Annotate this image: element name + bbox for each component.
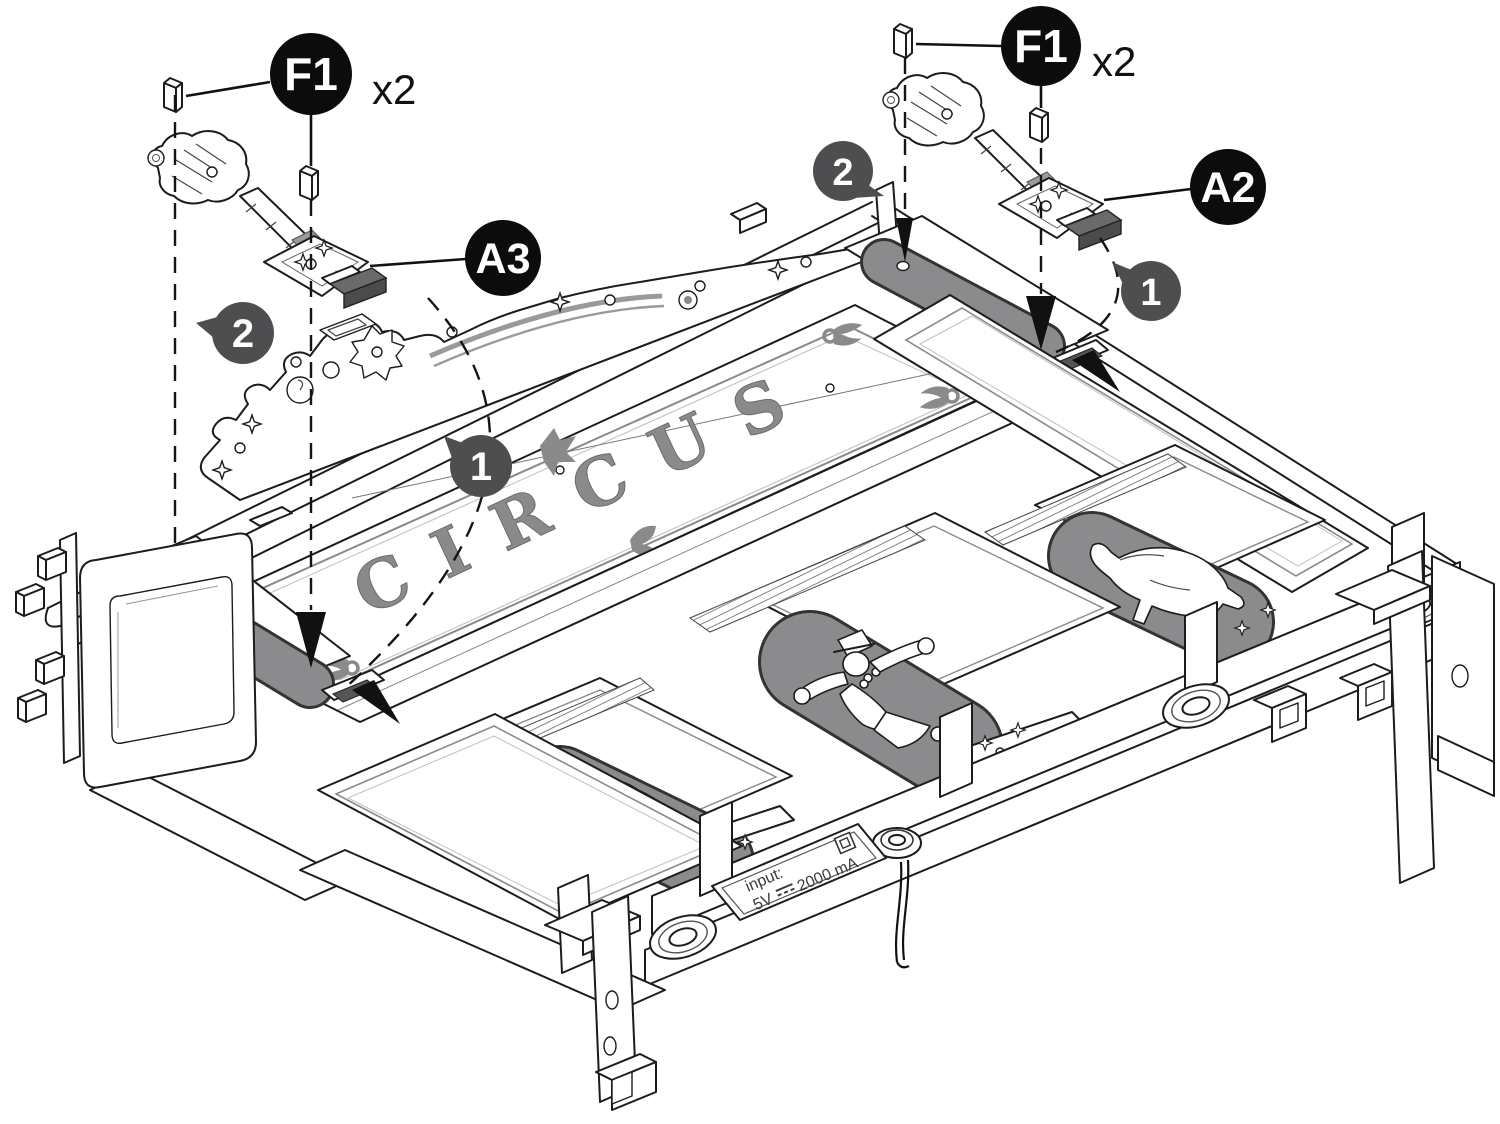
step-badge-2-mid-num: 2	[832, 152, 853, 194]
callout-f1-left-qty: x2	[372, 66, 416, 113]
callout-f1-left: F1 x2	[185, 33, 416, 166]
left-end-frame	[15, 506, 293, 789]
callout-f1-right: F1 x2	[915, 6, 1136, 108]
fleur-ornament	[540, 428, 576, 476]
power-cable	[894, 861, 903, 963]
insert-arrow-icon	[352, 680, 400, 724]
f1-peg-icon	[163, 23, 1049, 201]
insert-arrow-icon	[896, 218, 913, 262]
front-post	[939, 702, 973, 798]
callout-a2-label: A2	[1201, 164, 1256, 212]
front-leg	[544, 874, 657, 1111]
front-post	[1184, 601, 1218, 697]
step-badge-1-center-num: 1	[470, 445, 492, 489]
screw-hole	[603, 1036, 617, 1056]
vent-strip	[983, 453, 1188, 546]
vent-strip	[688, 525, 927, 633]
callout-f1-right-qty: x2	[1092, 38, 1136, 85]
trapeze-part-a3	[147, 130, 388, 310]
gear-icon	[349, 325, 405, 381]
right-end-frame	[1253, 550, 1495, 884]
screw-hole	[1040, 200, 1052, 212]
screw-hole	[1451, 664, 1469, 688]
screw-hole	[605, 990, 619, 1010]
screw-hole	[896, 260, 910, 272]
dc-current-symbol-icon	[775, 883, 795, 897]
callout-a3-label: A3	[476, 235, 531, 283]
callout-f1-left-label: F1	[284, 48, 338, 100]
hollow-block	[1253, 663, 1393, 743]
step-badge-1-center: 1	[444, 435, 512, 497]
regulatory-icon	[833, 831, 857, 855]
callout-a2: A2	[1103, 149, 1266, 225]
crest-window	[319, 313, 377, 341]
power-label-voltage: 5V	[751, 891, 776, 914]
insert-arrow-icon	[296, 612, 326, 668]
callout-f1-right-label: F1	[1014, 20, 1068, 72]
trapeze-part-a2	[882, 72, 1123, 252]
step-badge-2-left-num: 2	[232, 312, 254, 356]
step-badge-1-right: 1	[1112, 261, 1181, 321]
step-badge-1-right-num: 1	[1140, 272, 1161, 314]
step-badge-2-left: 2	[196, 302, 274, 364]
insert-arrow-icon	[1026, 296, 1056, 350]
step-badge-2-mid: 2	[813, 141, 884, 201]
f-peg-set	[15, 547, 67, 723]
insert-arrow-icon	[1072, 350, 1120, 392]
clown-figure	[793, 629, 958, 749]
callout-a3: A3	[369, 220, 541, 296]
